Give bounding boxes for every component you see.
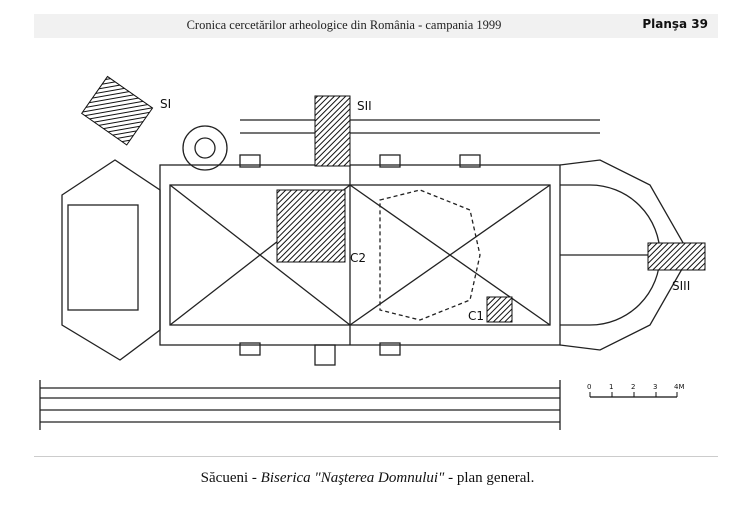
scale-tick: 4M [674,383,685,391]
page-header: Cronica cercetărilor arheologice din Rom… [34,14,718,38]
caption-suffix: plan general. [456,470,535,486]
caption-separator: - [248,470,261,486]
scale-tick: 1 [609,383,613,391]
scale-tick: 2 [631,383,635,391]
plate-number: Planşa 39 [642,17,708,31]
scale-bar: 0 1 2 3 4M [587,383,685,398]
label-s3: SIII [672,279,690,293]
section-s1 [80,75,154,146]
church-floor-plan: SI SII SIII C2 C1 0 1 2 3 4M [39,75,706,430]
scale-tick: 3 [653,383,657,391]
section-c1 [486,296,513,323]
caption-separator: - [444,470,457,486]
label-c1: C1 [468,309,484,323]
caption-place: Săcueni [200,470,249,486]
scale-tick: 0 [587,383,591,391]
section-c2 [276,189,346,263]
divider [34,456,718,457]
label-c2: C2 [350,251,366,265]
section-s3 [647,242,706,271]
label-s2: SII [357,99,372,113]
figure-caption: Săcueni - Biserica "Naşterea Domnului" -… [0,470,735,487]
caption-title: Biserica "Naşterea Domnului" [260,470,445,486]
journal-title: Cronica cercetărilor arheologice din Rom… [186,18,502,32]
label-s1: SI [160,97,171,111]
west-narthex [61,159,161,361]
section-s2 [314,95,351,167]
